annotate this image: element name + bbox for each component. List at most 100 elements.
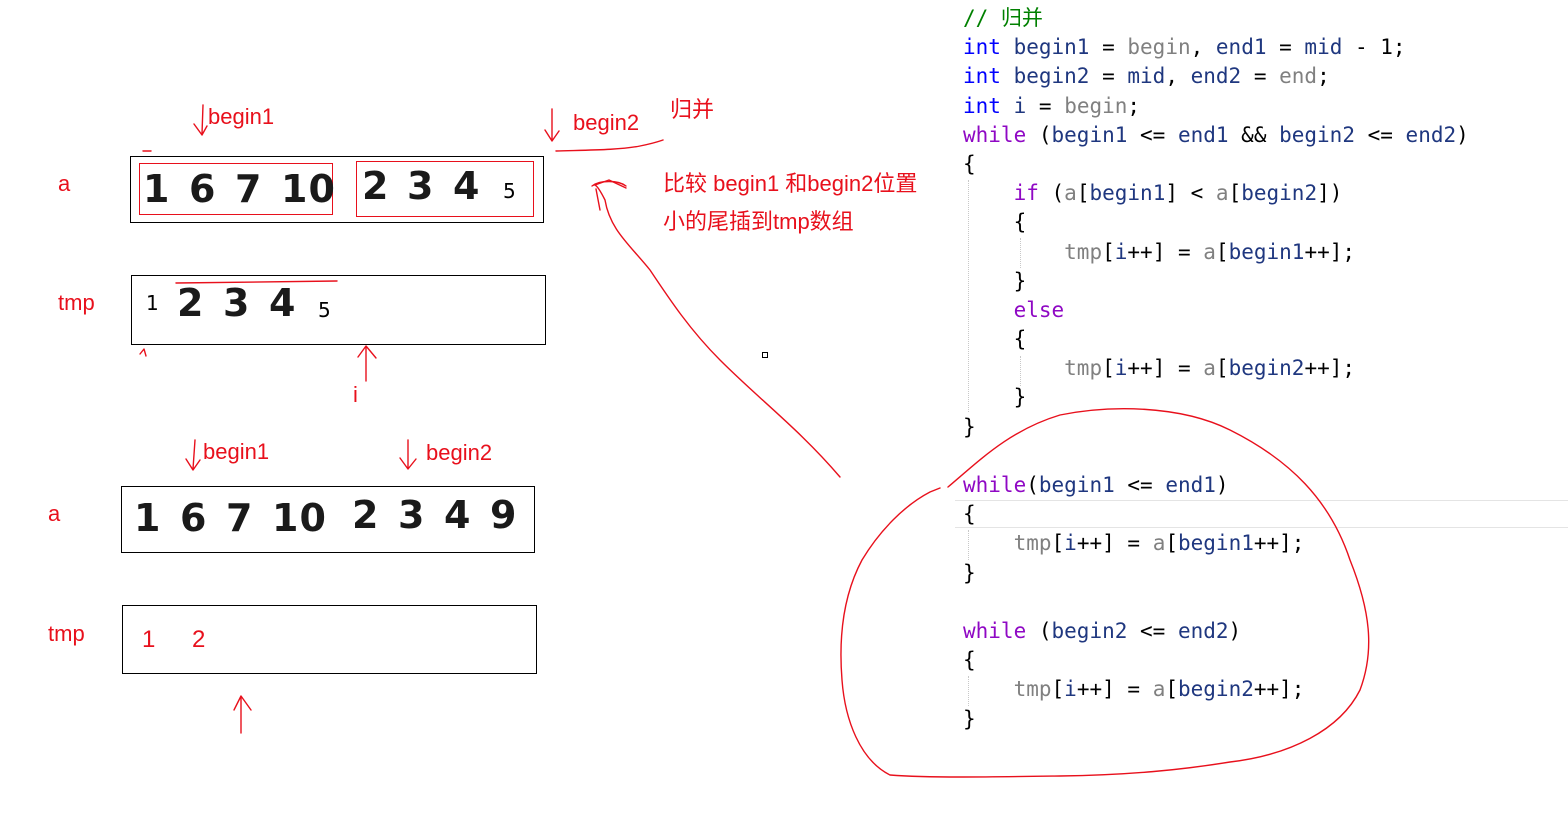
code-token: && [1228, 122, 1280, 147]
begin2-underline [555, 139, 664, 152]
pointer-curve [594, 184, 841, 478]
code-token: } [963, 560, 976, 585]
begin2-label-2: begin2 [426, 440, 493, 465]
code-token: a [1203, 356, 1216, 381]
code-line: { [963, 500, 1469, 529]
code-line: { [963, 208, 1469, 237]
code-token: tmp [1064, 356, 1103, 381]
code-token: ( [1026, 618, 1052, 643]
begin1-arrow-2 [185, 439, 201, 471]
code-token: begin2 [1228, 356, 1305, 381]
a1-value-3: 10 [281, 167, 336, 211]
code-line: while (begin2 <= end2) [963, 617, 1469, 646]
code-token: ( [1026, 473, 1039, 497]
code-token: ++]; [1304, 356, 1356, 381]
a2-value-3: 10 [272, 496, 327, 540]
code-token: [ [1215, 239, 1229, 264]
merge-label: 归并 [670, 97, 715, 122]
code-token: int [963, 93, 1001, 118]
a1-value-2: 7 [235, 167, 263, 211]
code-token: ( [1038, 181, 1065, 206]
a1-value-5: 3 [407, 164, 435, 208]
tmp-overline [175, 280, 338, 284]
code-token: = [1026, 93, 1065, 118]
code-token: end1 [1165, 473, 1216, 497]
tmp1-value-2: 3 [223, 281, 251, 325]
i-arrow-2 [233, 695, 252, 734]
code-line: { [963, 646, 1469, 675]
code-token: { [963, 151, 976, 176]
code-token: , [1165, 64, 1191, 89]
code-token: } [963, 385, 1027, 410]
code-token: tmp [1064, 239, 1103, 264]
array-tmp-box-2 [122, 605, 537, 674]
tick-mark-2 [139, 348, 147, 357]
pointer-hook [594, 179, 627, 211]
tmp1-value-0: 1 [146, 291, 159, 315]
code-token: ++]; [1253, 677, 1305, 702]
array-tmp-label-1: tmp [58, 290, 95, 315]
code-token: i [1114, 356, 1128, 381]
code-line: { [963, 150, 1469, 179]
code-token: = [1241, 64, 1280, 89]
code-token: <= [1114, 473, 1166, 497]
code-token: ++] = [1076, 531, 1153, 556]
a1-value-6: 4 [453, 164, 481, 208]
code-line: int i = begin; [963, 92, 1469, 121]
code-token: while [963, 618, 1027, 643]
indent-guide-2 [1020, 238, 1021, 268]
code-token: while [963, 122, 1027, 147]
tmp2-value-0: 1 [142, 626, 156, 653]
code-token: int [963, 35, 1001, 60]
code-token: ; [1127, 93, 1141, 118]
code-token: } [963, 414, 976, 439]
indent-guide-3 [1020, 356, 1021, 386]
code-line: tmp[i++] = a[begin1++]; [963, 238, 1469, 267]
code-token: i [1013, 93, 1027, 118]
code-token: } [963, 706, 976, 731]
code-token: begin1 [1038, 473, 1115, 497]
begin2-label-1: begin2 [573, 110, 640, 135]
code-token: a [1064, 181, 1077, 206]
index-i-label: i [353, 382, 358, 407]
code-line: tmp[i++] = a[begin2++]; [963, 354, 1469, 383]
array-a-label-2: a [48, 501, 61, 526]
code-line: } [963, 705, 1469, 734]
resize-handle-marker [762, 352, 768, 358]
code-token: ; [1317, 64, 1330, 89]
code-line: // 归并 [963, 4, 1469, 33]
code-token: [ [1051, 677, 1065, 702]
a2-value-6: 4 [444, 493, 472, 537]
code-line: int begin2 = mid, end2 = end; [963, 62, 1469, 91]
code-token: - 1; [1342, 35, 1406, 60]
code-token: [ [1165, 677, 1178, 702]
code-line: } [963, 267, 1469, 296]
begin2-arrow-1 [544, 108, 560, 142]
code-token: } [963, 268, 1027, 293]
a2-value-7: 9 [490, 493, 518, 537]
code-token: { [963, 210, 1027, 235]
array-a-box-1 [130, 156, 544, 223]
code-token: begin1 [1228, 239, 1305, 264]
code-token: <= [1354, 122, 1406, 147]
code-line: { [963, 325, 1469, 354]
a2-value-4: 2 [352, 493, 380, 537]
code-token: begin1 [1013, 35, 1090, 60]
code-token: end2 [1405, 122, 1457, 147]
tmp1-value-1: 2 [177, 281, 205, 325]
code-token: <= [1127, 618, 1178, 643]
begin1-arrow-1 [193, 104, 208, 136]
array-a-box-2 [121, 486, 535, 553]
code-token: = [1089, 64, 1128, 89]
code-token: [ [1102, 239, 1115, 264]
code-token: end [1279, 64, 1318, 89]
code-token: a [1203, 239, 1216, 264]
code-token: a [1152, 677, 1166, 702]
code-line: if (a[begin1] < a[begin2]) [963, 179, 1469, 208]
code-token: [ [1165, 531, 1178, 556]
code-token: tmp [1013, 531, 1052, 556]
code-line: } [963, 413, 1469, 442]
code-token: a [1215, 181, 1229, 206]
